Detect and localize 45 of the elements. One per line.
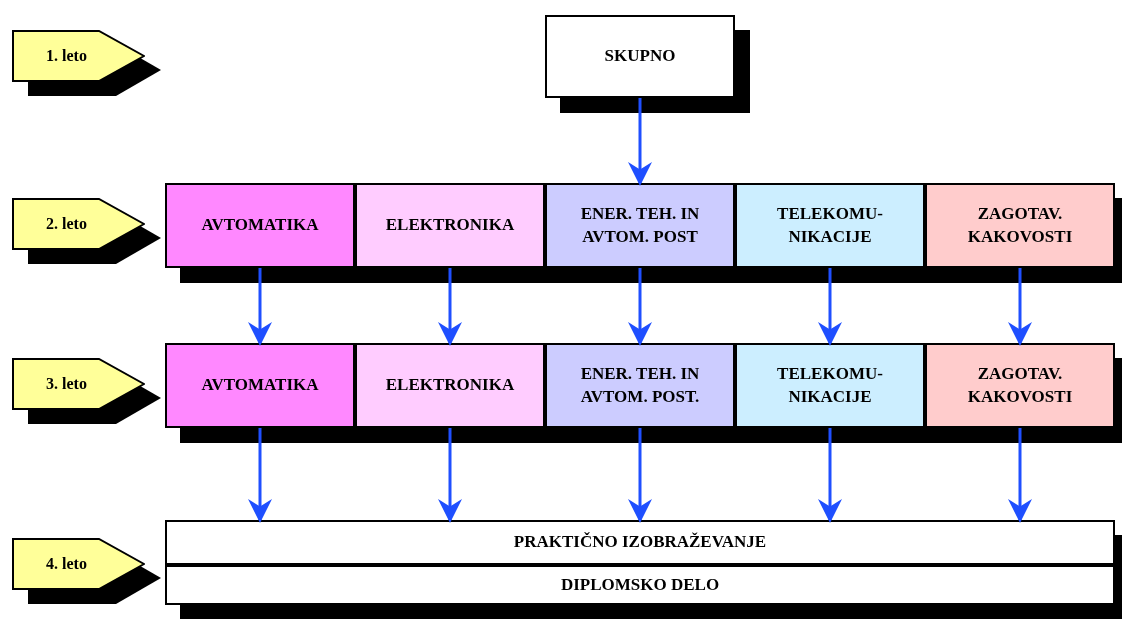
year-tag bbox=[12, 538, 145, 590]
course-box bbox=[165, 520, 1115, 565]
course-label: DIPLOMSKO DELO bbox=[560, 573, 720, 596]
course-label: AVTOMATIKA bbox=[201, 374, 319, 397]
course-box bbox=[355, 183, 545, 268]
course-box bbox=[735, 183, 925, 268]
course-box bbox=[355, 343, 545, 428]
course-label: TELEKOMU- NIKACIJE bbox=[776, 203, 884, 248]
year-label: 4. leto bbox=[46, 554, 87, 574]
course-label: ENER. TEH. IN AVTOM. POST bbox=[579, 203, 701, 248]
course-box bbox=[165, 343, 355, 428]
year-label: 1. leto bbox=[46, 46, 87, 66]
course-label: SKUPNO bbox=[604, 45, 676, 68]
course-label: ENER. TEH. IN AVTOM. POST. bbox=[579, 363, 701, 408]
arrow bbox=[628, 268, 652, 346]
arrow bbox=[818, 268, 842, 346]
course-box bbox=[545, 183, 735, 268]
arrow bbox=[248, 268, 272, 346]
course-label: PRAKTIČNO IZOBRAŽEVANJE bbox=[513, 531, 767, 554]
course-box bbox=[165, 183, 355, 268]
arrow bbox=[628, 98, 652, 186]
arrow bbox=[1008, 268, 1032, 346]
course-label: ZAGOTAV. KAKOVOSTI bbox=[966, 203, 1074, 248]
year-label: 3. leto bbox=[46, 374, 87, 394]
course-box bbox=[165, 565, 1115, 605]
arrow bbox=[438, 268, 462, 346]
year-label: 2. leto bbox=[46, 214, 87, 234]
course-label: ELEKTRONIKA bbox=[385, 374, 515, 397]
course-label: ZAGOTAV. KAKOVOSTI bbox=[966, 363, 1074, 408]
course-box bbox=[545, 15, 735, 98]
arrow bbox=[438, 428, 462, 523]
arrow bbox=[1008, 428, 1032, 523]
year-tag bbox=[12, 30, 145, 82]
course-label: AVTOMATIKA bbox=[201, 214, 319, 237]
course-label: TELEKOMU- NIKACIJE bbox=[776, 363, 884, 408]
arrow bbox=[628, 428, 652, 523]
course-box bbox=[925, 183, 1115, 268]
year-tag bbox=[12, 358, 145, 410]
course-label: ELEKTRONIKA bbox=[385, 214, 515, 237]
course-box bbox=[545, 343, 735, 428]
arrow bbox=[248, 428, 272, 523]
course-box bbox=[735, 343, 925, 428]
course-box bbox=[925, 343, 1115, 428]
arrow bbox=[818, 428, 842, 523]
year-tag bbox=[12, 198, 145, 250]
